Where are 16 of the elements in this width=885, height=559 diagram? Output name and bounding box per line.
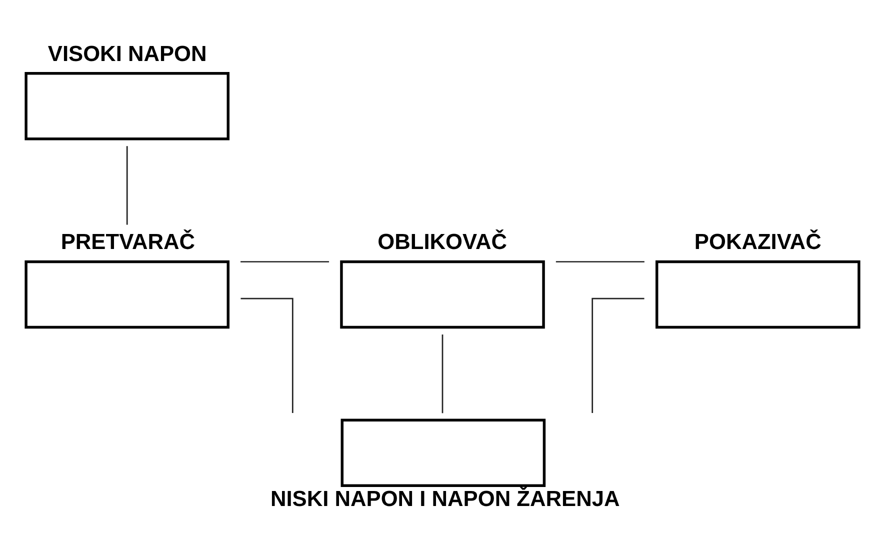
node-box [656,260,860,329]
node-label: PRETVARAČ [60,229,196,254]
connector [442,334,444,414]
node-label: VISOKI NAPON [48,40,207,66]
connector [592,298,644,413]
node-label: OBLIKOVAČ [378,229,508,254]
connector [240,298,294,413]
connector [240,261,330,262]
node-box [340,418,546,488]
connector [126,146,128,225]
node-box [340,260,545,329]
connector [556,261,644,262]
node-box [24,260,230,329]
node-label: POKAZIVAČ [694,229,822,254]
node-label: NISKI NAPON I NAPON ŽARENJA [270,486,620,511]
node-box [24,72,230,140]
